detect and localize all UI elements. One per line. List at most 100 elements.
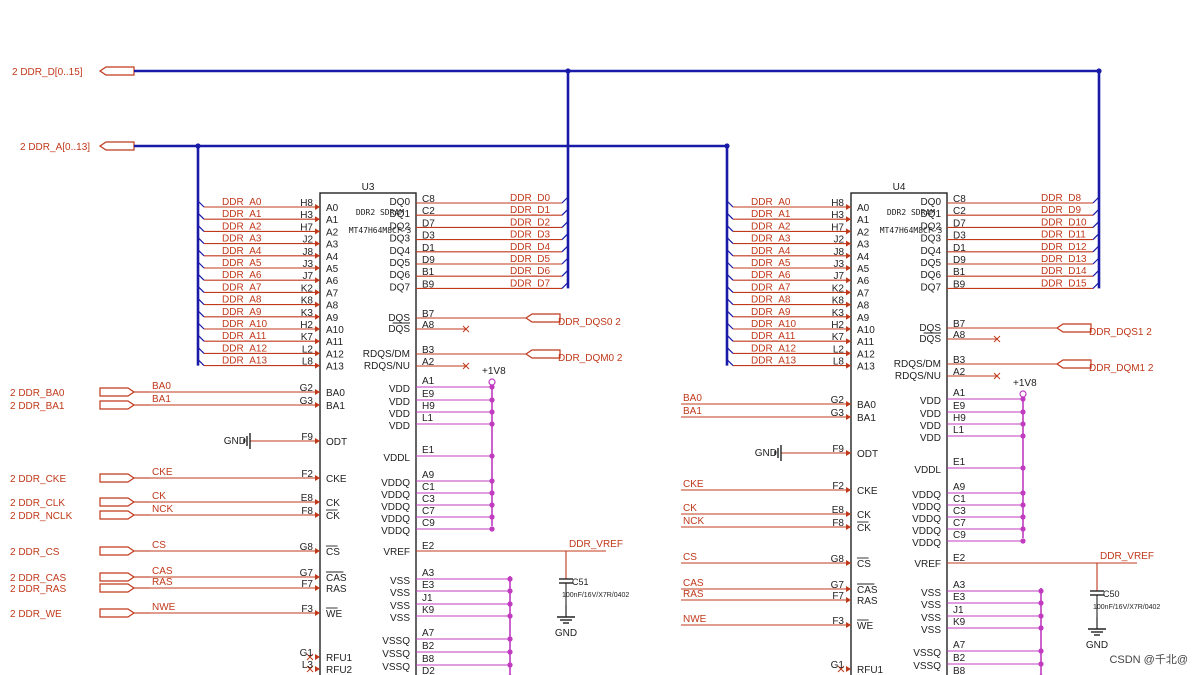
dq-pin: DQ5 [920, 258, 941, 269]
addr-ball: K3 [832, 308, 845, 319]
control-pin: CKE [857, 486, 878, 497]
power-ball: H9 [422, 401, 435, 412]
control-pin: WE [326, 609, 342, 620]
control-pin: CK [857, 523, 871, 534]
control-ball: G7 [831, 580, 845, 591]
dq-pin: DQ6 [389, 270, 410, 281]
addr-ball: K2 [832, 283, 845, 294]
addr-bus-label: 2 DDR_A[0..13] [20, 142, 90, 153]
chip-type: DDR2 SDRAM [887, 208, 935, 217]
pin-arrow [846, 666, 851, 672]
dq-net-label: DDR_D7 [510, 278, 550, 289]
control-pin: RFU1 [857, 665, 884, 675]
control-ball: L3 [302, 660, 314, 671]
addr-bus-port [98, 141, 135, 151]
pin-arrow [315, 654, 320, 660]
pin-arrow [846, 487, 851, 493]
addr-net-label: DDR_A0 [751, 197, 791, 208]
chip-ref: U3 [362, 182, 375, 193]
power-pin: VDD [389, 397, 410, 408]
dq-net-label: DDR_D1 [510, 205, 550, 216]
bus-junction [195, 143, 201, 149]
ground-ball: B8 [422, 654, 435, 665]
control-net-label: CKE [683, 479, 704, 490]
pin-arrow [846, 401, 851, 407]
power-pin: VDDQ [381, 526, 410, 537]
control-port-label: 2 DDR_WE [10, 609, 62, 620]
control-port-label: 2 DDR_RAS [10, 584, 66, 595]
pin-arrow [315, 216, 320, 223]
addr-ball: H2 [831, 320, 844, 331]
power-pin: VDDQ [912, 502, 941, 513]
addr-net-label: DDR_A5 [222, 258, 262, 269]
pin-arrow [846, 252, 851, 259]
control-pin: CK [857, 510, 871, 521]
addr-net-label: DDR_A7 [751, 282, 791, 293]
pin-arrow [846, 313, 851, 320]
ground-junction [507, 613, 513, 619]
ground-junction [507, 588, 513, 594]
power-ball: C3 [953, 506, 966, 517]
dq-pin: DQ1 [920, 209, 941, 220]
dqs-ball: B3 [953, 355, 966, 366]
addr-ball: L2 [302, 344, 314, 355]
addr-net-label: DDR_A1 [222, 209, 262, 220]
addr-ball: L8 [833, 357, 845, 368]
dq-net-label: DDR_D14 [1041, 266, 1087, 277]
chip-ref: U4 [893, 182, 906, 193]
pin-arrow [315, 512, 320, 518]
addr-net-label: DDR_A2 [222, 221, 262, 232]
dq-pin: DQ6 [920, 270, 941, 281]
addr-net-label: DDR_A1 [751, 209, 791, 220]
dqs-pin: DQS [388, 313, 410, 324]
dq-ball: C8 [953, 194, 966, 205]
power-junction [489, 384, 495, 390]
dq-ball: B9 [422, 279, 435, 290]
control-net-label: BA0 [152, 381, 171, 392]
control-ball: G3 [831, 408, 845, 419]
control-pin: ODT [326, 437, 347, 448]
addr-ball: J7 [833, 271, 844, 282]
dq-ball: C2 [422, 206, 435, 217]
addr-ball: H2 [300, 320, 313, 331]
pin-arrow [315, 574, 320, 580]
chip-type: DDR2 SDRAM [356, 208, 404, 217]
addr-net-label: DDR_A13 [751, 356, 796, 367]
power-junction [1020, 526, 1026, 532]
addr-pin: A6 [857, 276, 870, 287]
control-net-label: NWE [152, 602, 176, 613]
control-pin: CS [326, 547, 340, 558]
addr-net-label: DDR_A7 [222, 282, 262, 293]
addr-pin: A11 [857, 337, 874, 348]
pin-arrow [315, 252, 320, 259]
power-ball: H9 [953, 413, 966, 424]
control-pin: CKE [326, 474, 347, 485]
control-port [99, 510, 136, 520]
power-junction [489, 478, 495, 484]
power-pin: VDD [920, 396, 941, 407]
control-ball: F9 [301, 432, 313, 443]
addr-ball: K2 [301, 283, 314, 294]
addr-net-label: DDR_A9 [751, 307, 791, 318]
dq-net-label: DDR_D13 [1041, 254, 1087, 265]
dqm-port-label: DDR_DQM0 2 [558, 353, 623, 364]
addr-pin: A8 [326, 301, 339, 312]
watermark: CSDN @千北@ [1109, 654, 1188, 666]
control-ball: F3 [832, 616, 844, 627]
ground-junction [1038, 648, 1044, 654]
control-net-label: BA1 [152, 394, 171, 405]
power-ball: A1 [953, 388, 966, 399]
pin-arrow [846, 524, 851, 530]
addr-net-label: DDR_A9 [222, 307, 262, 318]
control-ball: F9 [832, 444, 844, 455]
addr-net-label: DDR_A5 [751, 258, 791, 269]
dqs-pin: RDQS/NU [364, 361, 410, 372]
control-ball: E8 [832, 505, 845, 516]
addr-net-label: DDR_A4 [751, 246, 791, 257]
control-pin: BA1 [857, 413, 876, 424]
pin-arrow [315, 475, 320, 481]
control-pin: WE [857, 621, 873, 632]
dq-ball: B1 [953, 267, 966, 278]
dq-ball: D3 [953, 231, 966, 242]
